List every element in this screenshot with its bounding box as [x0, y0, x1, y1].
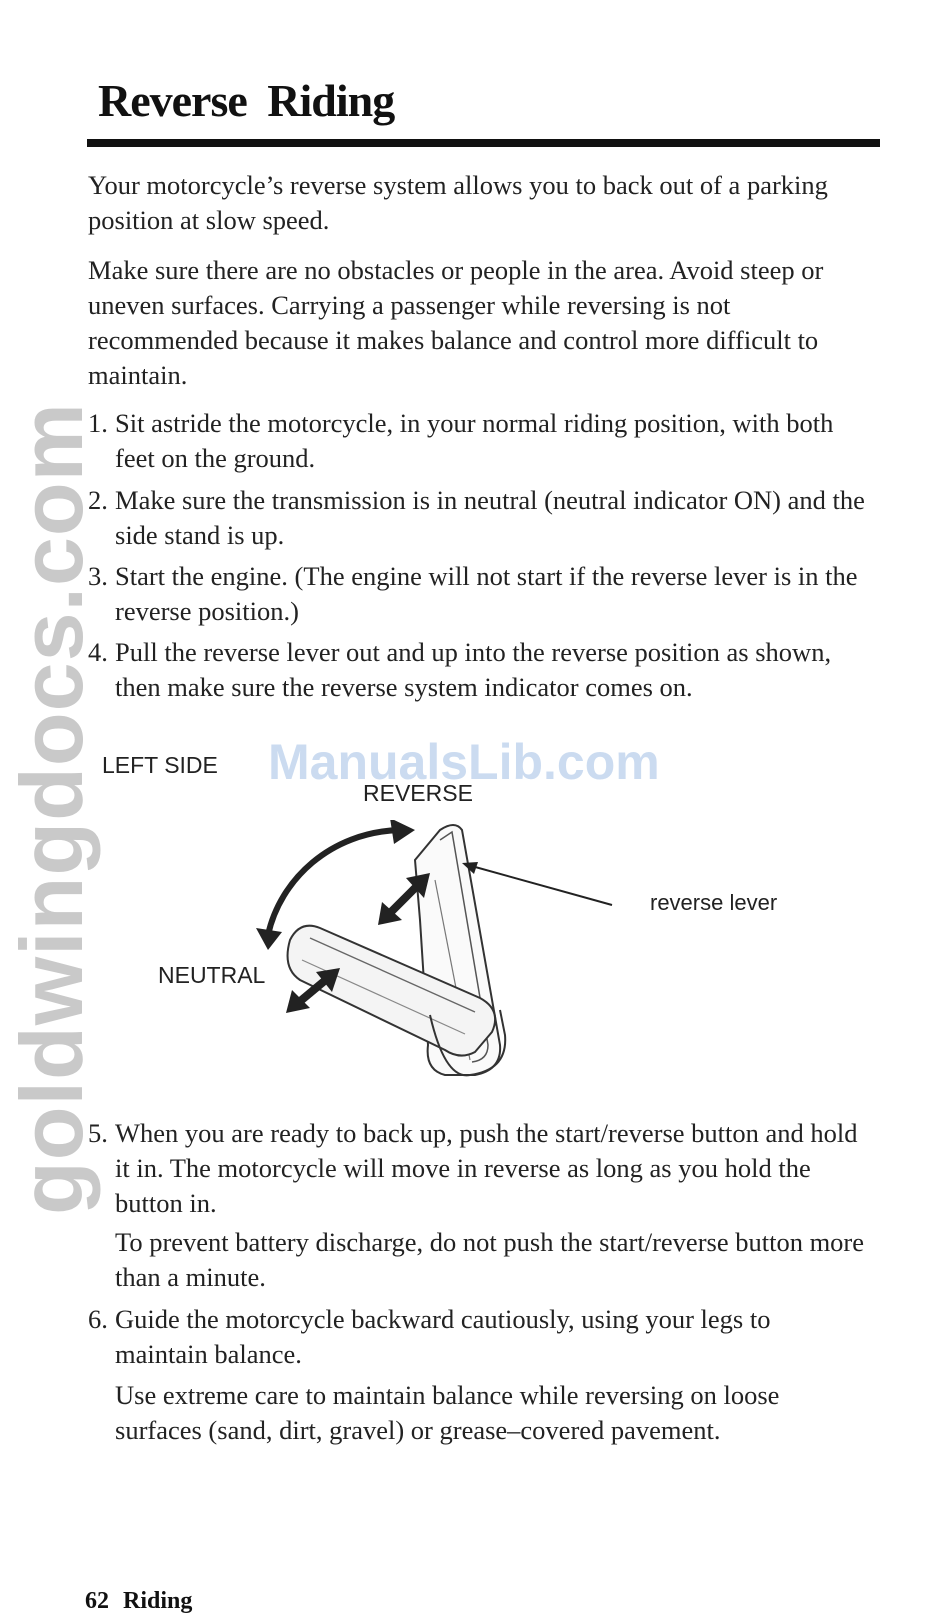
- lever-lowered: [286, 924, 496, 1057]
- label-pointer: [467, 864, 613, 906]
- step-number: 1.: [88, 408, 108, 438]
- step-4: 4. Pull the reverse lever out and up int…: [88, 635, 868, 705]
- step-6-note: Use extreme care to maintain balance whi…: [115, 1380, 780, 1445]
- step-3: 3. Start the engine. (The engine will no…: [88, 559, 868, 629]
- curved-arrow-inner: [275, 837, 401, 937]
- caution-paragraph: Make sure there are no obstacles or peop…: [88, 255, 824, 390]
- curved-arrow-head-bottom: [256, 928, 282, 950]
- figure-reverse-label: REVERSE: [363, 780, 473, 806]
- step-text: Sit astride the motorcycle, in your norm…: [115, 408, 834, 473]
- step-1: 1. Sit astride the motorcycle, in your n…: [88, 406, 868, 476]
- curved-arrow: [265, 827, 401, 936]
- step-5: 5. When you are ready to back up, push t…: [88, 1116, 868, 1221]
- lever-upright-inner: [439, 830, 489, 1063]
- step-text: Make sure the transmission is in neutral…: [115, 485, 865, 550]
- side-watermark: goldwingdocs.com: [2, 402, 101, 1215]
- page-title: Reverse Riding: [98, 75, 395, 126]
- step-number: 2.: [88, 485, 108, 515]
- page-footer: 62 Riding: [85, 1588, 192, 1615]
- label-pointer-head: [462, 862, 478, 874]
- intro-paragraph: Your motorcycle’s reverse system allows …: [88, 170, 828, 235]
- double-arrow-lower: [286, 968, 340, 1013]
- step-2: 2. Make sure the transmission is in neut…: [88, 483, 868, 553]
- figure-side-label: LEFT SIDE: [102, 752, 218, 778]
- center-watermark: ManualsLib.com: [268, 734, 660, 790]
- step-text: When you are ready to back up, push the …: [115, 1118, 858, 1218]
- step-number: 6.: [88, 1304, 108, 1334]
- step-number: 4.: [88, 637, 108, 667]
- step-text: Start the engine. (The engine will not s…: [115, 561, 858, 626]
- page-number: 62: [85, 1588, 109, 1614]
- step-text: Pull the reverse lever out and up into t…: [115, 637, 832, 702]
- step-number: 5.: [88, 1118, 108, 1148]
- figure-neutral-label: NEUTRAL: [158, 962, 266, 988]
- title-rule: [87, 139, 880, 147]
- reverse-lever-illustration: [256, 820, 613, 1077]
- step-text: Guide the motorcycle backward cautiously…: [115, 1304, 771, 1369]
- curved-arrow-head-top: [390, 820, 415, 844]
- section-name: Riding: [123, 1588, 193, 1614]
- step-5-note: To prevent battery discharge, do not pus…: [115, 1227, 865, 1292]
- lever-lowered-inner: [309, 937, 476, 1013]
- step-number: 3.: [88, 561, 108, 591]
- figure-lever-label: reverse lever: [650, 890, 778, 915]
- double-arrow-upper: [378, 873, 430, 925]
- step-6: 6. Guide the motorcycle backward cautiou…: [88, 1302, 868, 1372]
- lever-pivot: [429, 1009, 507, 1077]
